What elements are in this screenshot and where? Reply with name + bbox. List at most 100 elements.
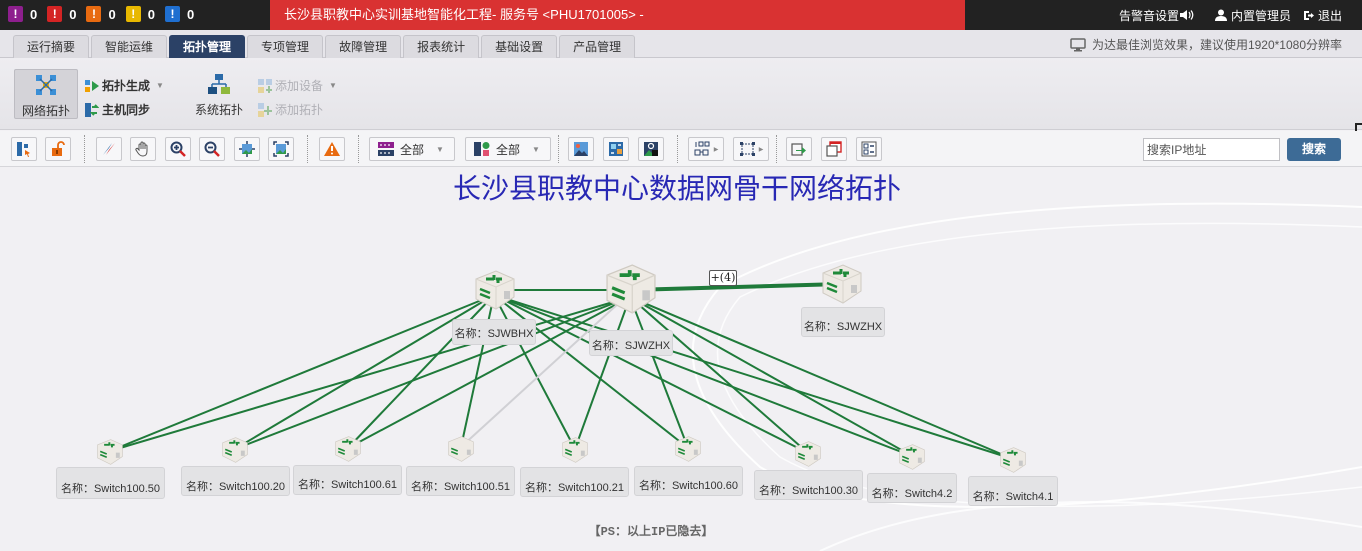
nav-tabs: 运行摘要 智能运维 拓扑管理 专项管理 故障管理 报表统计 基础设置 产品管理 xyxy=(13,35,637,58)
export-button[interactable] xyxy=(786,137,812,161)
network-topology-icon xyxy=(36,75,56,95)
align-menu-button[interactable]: ▶ xyxy=(688,137,724,161)
top-right-controls: 告警音设置 内置管理员 退出 xyxy=(1099,0,1342,30)
access-switch-icon[interactable] xyxy=(793,439,823,469)
access-switch-icon[interactable] xyxy=(560,435,590,465)
host-sync-button[interactable]: 主机同步 xyxy=(85,101,150,118)
image-settings-icon xyxy=(644,142,658,156)
align-icon xyxy=(694,141,710,156)
distribute-menu-button[interactable]: ▶ xyxy=(733,137,769,161)
separator xyxy=(358,135,359,163)
alert-count: 0 xyxy=(108,6,116,22)
alert-critical-icon: ! xyxy=(8,6,23,22)
tab-reports[interactable]: 报表统计 xyxy=(403,35,480,58)
zoom-out-button[interactable] xyxy=(199,137,225,161)
speaker-icon xyxy=(1179,10,1194,20)
alert-major[interactable]: !0 xyxy=(47,6,76,22)
tab-special-management[interactable]: 专项管理 xyxy=(247,35,324,58)
device-type-filter[interactable]: 全部▼ xyxy=(369,137,455,161)
status-filter[interactable]: 全部 ▼ xyxy=(465,137,551,161)
separator xyxy=(84,135,85,163)
add-topology-button[interactable]: 添加拓扑 xyxy=(258,101,323,118)
separator xyxy=(558,135,559,163)
full-view-button[interactable] xyxy=(268,137,294,161)
node-label: 名称：Switch100.60 xyxy=(634,466,743,496)
unlock-button[interactable] xyxy=(45,137,71,161)
legend-button[interactable] xyxy=(856,137,882,161)
access-switch-icon[interactable] xyxy=(220,435,250,465)
distribute-icon xyxy=(739,142,755,156)
node-label: 名称：SJWZHX xyxy=(801,307,885,337)
image-settings-button[interactable] xyxy=(638,137,664,161)
layout-swap-button[interactable] xyxy=(603,137,629,161)
tab-fault-management[interactable]: 故障管理 xyxy=(325,35,402,58)
background-image-button[interactable] xyxy=(568,137,594,161)
dropdown-caret-icon: ▼ xyxy=(156,81,164,90)
alarm-button[interactable] xyxy=(319,137,345,161)
node-label: 名称：Switch100.21 xyxy=(520,467,629,497)
node-label: 名称：Switch4.1 xyxy=(968,476,1058,506)
alert-count: 0 xyxy=(69,6,77,22)
logout-button[interactable]: 退出 xyxy=(1303,7,1342,24)
submenu-arrow-icon: ▶ xyxy=(713,145,719,153)
ps-note: 【PS：以上IP已隐去】 xyxy=(588,525,714,539)
alert-minor[interactable]: !0 xyxy=(86,6,116,22)
alert-count: 0 xyxy=(186,6,195,22)
tab-topology-management[interactable]: 拓扑管理 xyxy=(169,35,246,58)
ip-search-input[interactable] xyxy=(1143,138,1280,161)
node-label: 名称：Switch4.2 xyxy=(867,473,957,503)
zoom-in-icon xyxy=(170,141,186,157)
tab-run-summary[interactable]: 运行摘要 xyxy=(13,35,90,58)
alert-critical[interactable]: !0 xyxy=(8,6,37,22)
link-count-label[interactable]: +(4) xyxy=(709,270,737,286)
alert-counters: !0 !0 !0 !0 !0 xyxy=(8,6,204,22)
tab-basic-settings[interactable]: 基础设置 xyxy=(481,35,558,58)
user-menu[interactable]: 内置管理员 xyxy=(1214,7,1291,24)
node-label: 名称：Switch100.61 xyxy=(293,465,402,495)
core-switch-sjwzhx-remote-icon[interactable] xyxy=(818,261,866,307)
system-topology-label: 系统拓扑 xyxy=(194,103,243,117)
network-topology-button[interactable]: 网络拓扑 xyxy=(14,69,78,119)
sound-settings-button[interactable]: 告警音设置 xyxy=(1115,7,1195,24)
add-device-button[interactable]: 添加设备▼ xyxy=(258,77,337,94)
alert-warning[interactable]: !0 xyxy=(125,6,155,22)
full-view-icon xyxy=(273,141,289,157)
dropdown-caret-icon: ▼ xyxy=(436,144,444,154)
dropdown-caret-icon: ▼ xyxy=(532,144,540,154)
export-icon xyxy=(791,143,806,156)
system-topology-icon xyxy=(208,74,230,94)
navigate-button[interactable] xyxy=(96,137,122,161)
separator xyxy=(307,135,308,163)
topology-title: 长沙县职教中心数据网骨干网络拓扑 xyxy=(452,172,901,205)
status-filter-value: 全部 xyxy=(496,142,521,157)
compass-icon xyxy=(103,143,115,155)
search-button[interactable]: 搜索 xyxy=(1287,138,1341,161)
separator xyxy=(677,135,678,163)
new-window-button[interactable] xyxy=(821,137,847,161)
tab-smart-ops[interactable]: 智能运维 xyxy=(91,35,168,58)
pan-button[interactable] xyxy=(130,137,156,161)
tab-product-management[interactable]: 产品管理 xyxy=(559,35,636,58)
system-topology-button[interactable]: 系统拓扑 xyxy=(187,69,251,119)
topology-canvas[interactable]: 长沙县职教中心数据网骨干网络拓扑 +(4) xyxy=(0,167,1362,551)
fit-view-button[interactable] xyxy=(234,137,260,161)
device-list-button[interactable] xyxy=(11,137,37,161)
core-switch-sjwbhx-icon[interactable] xyxy=(472,267,518,313)
access-switch-icon[interactable] xyxy=(333,434,363,464)
core-switch-sjwzhx-icon[interactable] xyxy=(600,260,662,318)
access-switch-icon[interactable] xyxy=(673,434,703,464)
access-switch-icon[interactable] xyxy=(897,442,927,472)
service-banner: 长沙县职教中心实训基地智能化工程- 服务号 <PHU1701005> - xyxy=(270,0,965,30)
alert-info[interactable]: !0 xyxy=(164,6,195,22)
topology-generate-label: 拓扑生成 xyxy=(102,79,151,93)
zoom-out-icon xyxy=(204,141,220,157)
topology-generate-button[interactable]: 拓扑生成 ▼ xyxy=(85,77,164,94)
access-switch-icon[interactable] xyxy=(95,437,125,467)
node-label: 名称：Switch100.50 xyxy=(56,467,165,499)
access-switch-icon[interactable] xyxy=(998,445,1028,475)
access-switch-icon[interactable] xyxy=(446,434,476,464)
warning-triangle-icon xyxy=(324,142,340,156)
window-icon xyxy=(826,141,842,157)
add-device-label: 添加设备 xyxy=(275,79,324,93)
zoom-in-button[interactable] xyxy=(165,137,191,161)
